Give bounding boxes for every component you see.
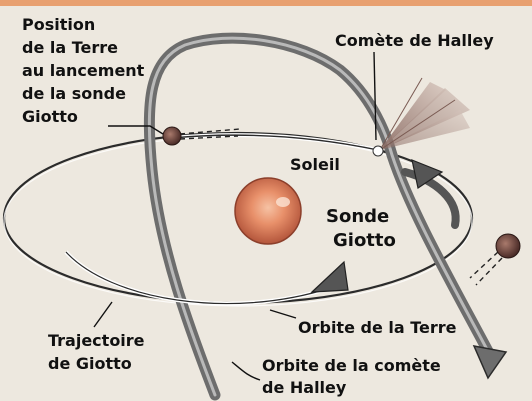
leader-earth-position [108,125,164,135]
earth-orbit-direction-arrow [411,159,444,189]
label-halley-comet: Comète de Halley [335,31,494,50]
giotto-trajectory-lower-edge [65,251,331,305]
earth-encounter-motion-lines [469,251,499,279]
comet-tail-icon [379,77,470,151]
leader-halley-comet [373,51,377,141]
earth-orbit-direction-arc [401,168,460,229]
earth-launch-motion-lines [179,128,241,135]
label-earth-orbit: Orbite de la Terre [298,318,457,337]
label-sun: Soleil [290,155,340,174]
giotto-trajectory-lower [64,250,331,306]
label-earth-position: Position de la Terre au lancement de la … [22,15,150,126]
leader-earth-orbit [269,309,297,319]
earth-launch-motion-lines-2 [179,135,239,140]
earth-launch-sphere-icon [162,126,182,146]
giotto-direction-arrow [310,260,349,293]
label-giotto-trajectory: Trajectoire de Giotto [48,331,150,373]
top-band [0,0,532,6]
halley-orbit-arrow [472,345,508,380]
sun-highlight [276,197,290,207]
label-probe: Sonde Giotto [326,206,396,251]
earth-encounter-sphere-icon [495,233,521,259]
leader-halley-orbit [231,361,261,381]
comet-nucleus-icon [372,145,384,157]
label-halley-orbit: Orbite de la comète de Halley [262,356,446,397]
giotto-trajectory-upper-edge [171,134,379,151]
earth-encounter-motion-lines-2 [475,257,503,286]
leader-giotto-trajectory [93,301,113,328]
halley-orbit-highlight [147,36,492,397]
sun-sphere-icon [234,177,302,245]
